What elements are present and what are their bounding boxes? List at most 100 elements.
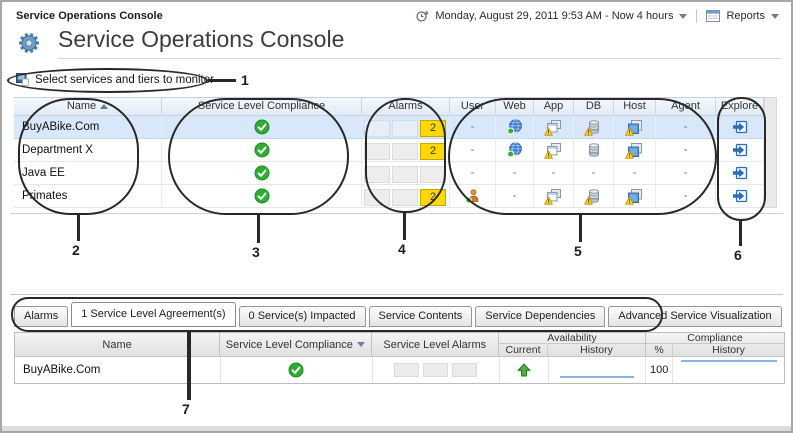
service-name: Department X bbox=[14, 139, 162, 161]
alarm-slot bbox=[392, 165, 418, 183]
service-name: BuyABike.Com bbox=[14, 116, 162, 138]
callout-number-2: 2 bbox=[72, 242, 80, 258]
database-icon bbox=[586, 142, 602, 158]
callout-line-4 bbox=[403, 213, 406, 240]
explore-icon[interactable] bbox=[732, 165, 748, 181]
user-cell: - bbox=[450, 139, 496, 161]
tab-services-impacted[interactable]: 0 Service(s) Impacted bbox=[238, 306, 366, 327]
table-row-departmentx[interactable]: Department X 2 - - bbox=[14, 139, 764, 162]
callout-number-7: 7 bbox=[182, 401, 190, 417]
availability-percent: 100 bbox=[646, 357, 674, 383]
host-cell: - bbox=[614, 162, 656, 184]
detail-tabs: Alarms 1 Service Level Agreement(s) 0 Se… bbox=[14, 301, 782, 327]
title-underline bbox=[58, 58, 781, 59]
services-table-header: Name Service Level Compliance Alarms Use… bbox=[14, 98, 764, 116]
alarm-count-badge[interactable]: 2 bbox=[420, 188, 446, 206]
warning-badge-icon bbox=[625, 127, 634, 136]
app-server-icon bbox=[546, 119, 562, 135]
column-header-alarms[interactable]: Alarms bbox=[362, 98, 450, 115]
column-header-app[interactable]: App bbox=[534, 98, 574, 115]
warning-badge-icon bbox=[625, 150, 634, 159]
sla-table-row[interactable]: BuyABike.Com 100 bbox=[15, 356, 784, 383]
services-table: Name Service Level Compliance Alarms Use… bbox=[14, 97, 764, 208]
column-header-service-level-compliance[interactable]: Service Level Compliance bbox=[162, 98, 362, 115]
callout-line-6 bbox=[739, 221, 742, 246]
alarm-slot bbox=[452, 363, 478, 377]
sla-column-percent[interactable]: % bbox=[646, 344, 673, 356]
table-row-buyabike[interactable]: BuyABike.Com 2 - - bbox=[14, 116, 764, 139]
sla-service-name: BuyABike.Com bbox=[15, 357, 221, 383]
column-header-agent[interactable]: Agent bbox=[656, 98, 716, 115]
column-header-web[interactable]: Web bbox=[496, 98, 534, 115]
tab-service-contents[interactable]: Service Contents bbox=[368, 306, 473, 327]
agent-cell: - bbox=[656, 139, 716, 161]
alarm-slot bbox=[392, 119, 418, 137]
sla-column-service-level-compliance[interactable]: Service Level Compliance bbox=[220, 333, 372, 356]
alarm-slot bbox=[394, 363, 420, 377]
table-row-primates[interactable]: Primates 2 - - bbox=[14, 185, 764, 208]
callout-number-3: 3 bbox=[252, 244, 260, 260]
sla-column-name[interactable]: Name bbox=[15, 333, 221, 356]
sla-column-current[interactable]: Current bbox=[499, 344, 548, 356]
callout-number-1: 1 bbox=[241, 72, 249, 88]
chevron-down-icon[interactable] bbox=[679, 13, 688, 19]
agent-cell: - bbox=[656, 185, 716, 207]
explore-icon[interactable] bbox=[732, 142, 748, 158]
alarm-slot bbox=[364, 165, 390, 183]
warning-badge-icon bbox=[544, 127, 553, 136]
tab-advanced-service-visualization[interactable]: Advanced Service Visualization bbox=[608, 306, 782, 327]
compliance-ok-icon bbox=[288, 362, 304, 378]
reports-icon bbox=[706, 10, 720, 22]
tab-alarms[interactable]: Alarms bbox=[14, 306, 69, 327]
compliance-group: Compliance % History bbox=[646, 333, 784, 356]
warning-badge-icon bbox=[625, 196, 634, 205]
sla-column-availability-history[interactable]: History bbox=[580, 344, 613, 356]
web-cell: - bbox=[496, 162, 534, 184]
alarm-slot bbox=[392, 188, 418, 206]
alarm-count-badge[interactable]: 2 bbox=[420, 119, 446, 137]
host-icon bbox=[627, 142, 643, 158]
agent-cell: - bbox=[656, 162, 716, 184]
compliance-ok-icon bbox=[254, 119, 270, 135]
alarm-count-badge[interactable]: 2 bbox=[420, 142, 446, 160]
column-header-name[interactable]: Name bbox=[14, 98, 162, 115]
table-row-javaee[interactable]: Java EE - - - - - - bbox=[14, 162, 764, 185]
column-header-user[interactable]: User bbox=[450, 98, 496, 115]
column-header-explore[interactable]: Explore bbox=[716, 98, 764, 115]
select-services-link[interactable]: Select services and tiers to monitor bbox=[16, 73, 214, 86]
sort-ascending-icon bbox=[100, 104, 109, 109]
alarm-slot bbox=[420, 165, 446, 183]
compliance-ok-icon bbox=[254, 188, 270, 204]
agent-cell: - bbox=[656, 116, 716, 138]
alarm-slot bbox=[364, 142, 390, 160]
column-header-host[interactable]: Host bbox=[614, 98, 656, 115]
sla-column-compliance-history[interactable]: History bbox=[712, 344, 745, 356]
database-icon bbox=[586, 188, 602, 204]
explore-icon[interactable] bbox=[732, 188, 748, 204]
sla-column-service-level-alarms[interactable]: Service Level Alarms bbox=[372, 333, 499, 356]
host-icon bbox=[627, 188, 643, 204]
service-level-alarm-slots bbox=[373, 357, 501, 383]
database-icon bbox=[586, 119, 602, 135]
chevron-down-icon[interactable] bbox=[771, 13, 779, 19]
callout-number-4: 4 bbox=[398, 241, 406, 257]
pane-divider bbox=[10, 294, 783, 295]
tab-service-dependencies[interactable]: Service Dependencies bbox=[475, 306, 606, 327]
explore-icon[interactable] bbox=[732, 119, 748, 135]
availability-group-label: Availability bbox=[499, 333, 645, 344]
web-globe-icon bbox=[507, 119, 523, 135]
time-range-icon bbox=[416, 10, 429, 23]
warning-badge-icon bbox=[544, 196, 553, 205]
column-header-db[interactable]: DB bbox=[574, 98, 614, 115]
table-scrollbar[interactable] bbox=[764, 97, 777, 208]
tab-service-level-agreements[interactable]: 1 Service Level Agreement(s) bbox=[71, 302, 236, 327]
page-title: Service Operations Console bbox=[58, 26, 345, 52]
availability-group: Availability Current History bbox=[499, 333, 646, 356]
reports-menu[interactable]: Reports bbox=[726, 10, 765, 22]
time-range-label[interactable]: Monday, August 29, 2011 9:53 AM - Now 4 … bbox=[435, 10, 674, 22]
select-services-label: Select services and tiers to monitor bbox=[35, 73, 214, 86]
availability-history-sparkline bbox=[560, 376, 635, 378]
callout-number-5: 5 bbox=[574, 243, 582, 259]
pane-divider bbox=[10, 213, 783, 214]
